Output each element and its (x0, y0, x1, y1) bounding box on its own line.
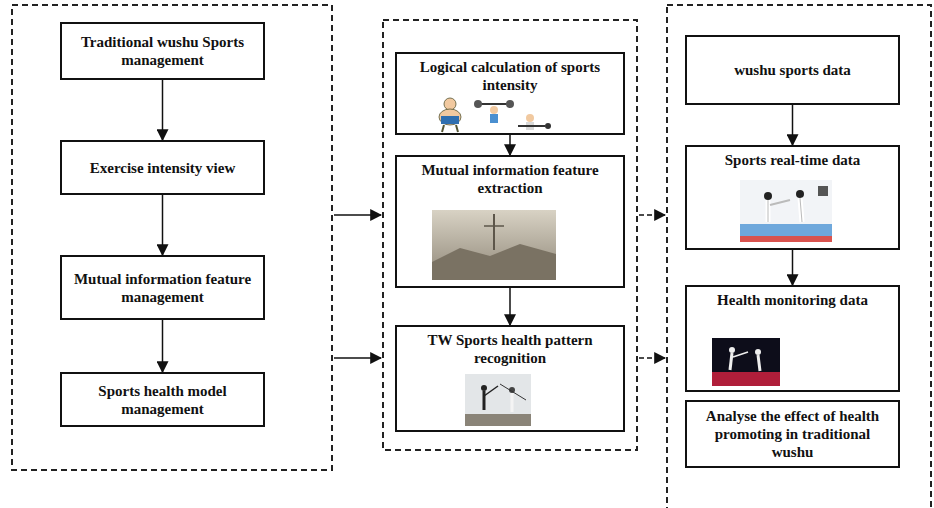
strongman-illustration (439, 98, 551, 132)
box-label: Mutual information feature management (67, 270, 258, 306)
process-box: Sports health model management (60, 372, 265, 427)
flow-arrow (792, 105, 794, 145)
box-label: Mutual information feature extraction (402, 161, 618, 197)
arena-photo (712, 338, 780, 386)
process-box: Sports real-time data (685, 145, 900, 250)
panel-arrow (334, 357, 381, 359)
box-label: Exercise intensity view (90, 159, 236, 177)
process-box: wushu sports data (685, 35, 900, 105)
flow-arrow (162, 195, 164, 255)
box-label: TW Sports health pattern recognition (402, 331, 618, 367)
panel-frame (12, 5, 332, 470)
panel-frame (383, 20, 637, 450)
flow-arrow (162, 80, 164, 140)
box-label: Sports health model management (67, 382, 258, 418)
process-box: Health monitoring data (685, 285, 900, 392)
box-label: Traditional wushu Sports management (67, 33, 258, 69)
box-label: wushu sports data (734, 61, 851, 79)
process-box: Mutual information feature management (60, 255, 265, 320)
process-box: Traditional wushu Sports management (60, 22, 265, 80)
panel-arrow (639, 357, 665, 359)
flow-arrow (509, 288, 511, 325)
process-box: TW Sports health pattern recognition (395, 325, 625, 432)
box-label: Logical calculation of sports intensity (402, 58, 618, 94)
process-box: Logical calculation of sports intensity (395, 52, 625, 135)
flow-arrow (792, 250, 794, 285)
flow-arrow (162, 320, 164, 372)
landscape-picture (432, 210, 556, 280)
panel-frame (667, 5, 931, 508)
wushu-photo (465, 374, 531, 426)
box-label: Analyse the effect of health promoting i… (692, 407, 893, 461)
box-label: Health monitoring data (717, 291, 868, 309)
panel-arrow (639, 214, 665, 216)
process-box: Exercise intensity view (60, 140, 265, 195)
flow-arrow (509, 135, 511, 155)
box-label: Sports real-time data (725, 151, 861, 169)
panel-arrow (334, 214, 381, 216)
process-box: Mutual information feature extraction (395, 155, 625, 288)
sparring-photo (740, 180, 832, 242)
process-box: Analyse the effect of health promoting i… (685, 400, 900, 468)
